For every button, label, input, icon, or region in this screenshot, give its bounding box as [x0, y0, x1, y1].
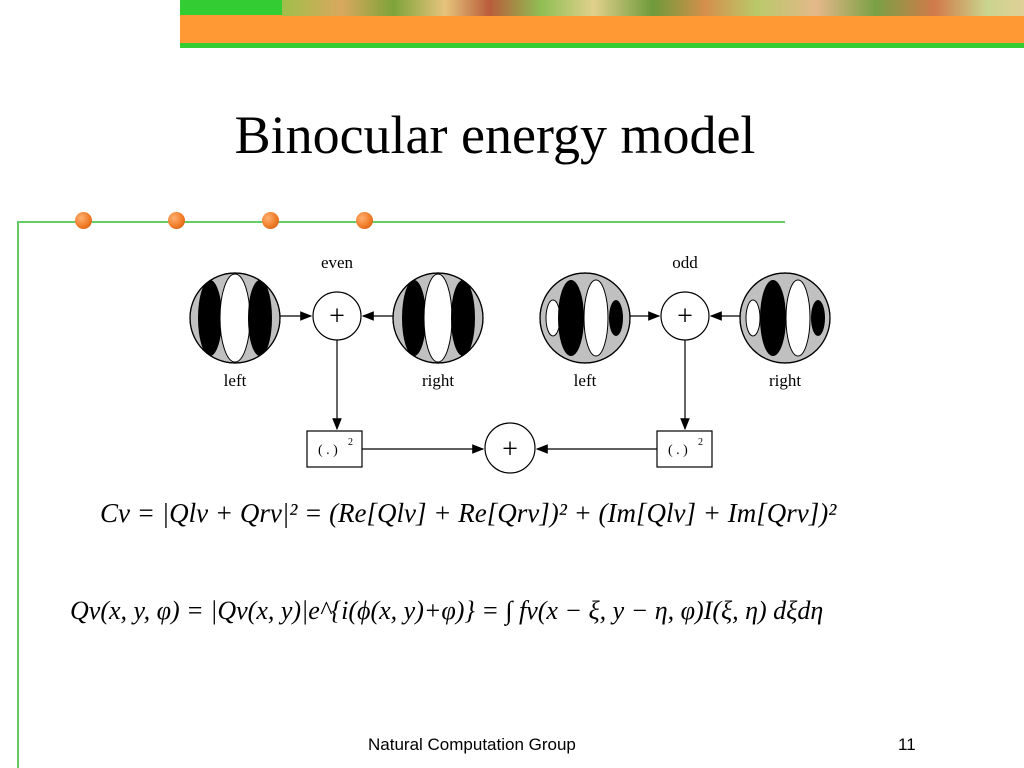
page-number: 11 [898, 735, 916, 754]
label-odd: odd [672, 253, 698, 272]
label-even-left: left [224, 371, 247, 390]
title-rule [17, 221, 785, 223]
square-box-odd [656, 430, 713, 468]
label-odd-right: right [769, 371, 801, 390]
receptive-field-even-left [189, 272, 281, 364]
equation-filter-response: Qν(x, y, φ) = |Qν(x, y)|e^{i(ϕ(x, y)+φ)}… [70, 596, 824, 625]
label-odd-left: left [574, 371, 597, 390]
sum-node-final [484, 422, 536, 474]
receptive-field-odd-left [539, 272, 631, 364]
square-box-odd-op: ( . ) [668, 443, 688, 458]
header-band-orange [180, 15, 1024, 43]
header-texture-strip [282, 0, 1024, 16]
receptive-field-even-right [392, 272, 484, 364]
bullet-dot-1 [75, 212, 92, 229]
bullet-dot-4 [356, 212, 373, 229]
bullet-dot-3 [262, 212, 279, 229]
bullet-dot-2 [168, 212, 185, 229]
sum-node-even-symbol: + [329, 301, 345, 332]
square-box-even-op: ( . ) [318, 443, 338, 458]
equation-complex-energy: Cν = |Qlν + Qrν|² = (Re[Qlν] + Re[Qrν])²… [100, 498, 837, 528]
slide-title: Binocular energy model [234, 105, 756, 165]
footer-text: Natural Computation Group [368, 735, 576, 754]
square-box-odd-exp: 2 [698, 437, 703, 448]
receptive-field-odd-right [739, 272, 831, 364]
left-rule [17, 221, 19, 768]
label-even: even [321, 253, 354, 272]
label-even-right: right [422, 371, 454, 390]
square-box-even [306, 430, 363, 468]
sum-node-odd-symbol: + [677, 301, 693, 332]
sum-node-final-symbol: + [502, 434, 518, 465]
binocular-energy-diagram: + + + ( . ) 2 ( . ) 2 even odd left righ… [180, 248, 860, 478]
square-box-even-exp: 2 [348, 437, 353, 448]
